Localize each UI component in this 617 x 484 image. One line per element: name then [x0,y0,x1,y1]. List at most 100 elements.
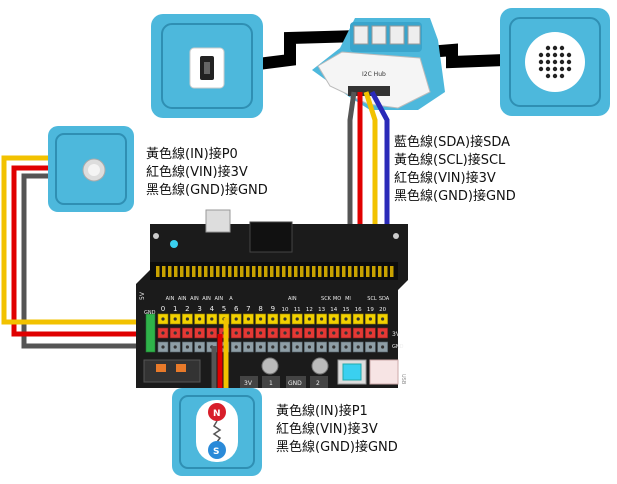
light-sensor-module [151,14,263,118]
p1-note-line: 黃色線(IN)接P1 [276,404,368,419]
grille-hole [538,66,544,72]
pin-label: 3 [197,305,201,313]
spi-label: MI [345,296,351,302]
p0-note-line: 黑色線(GND)接GND [146,183,268,198]
edge-finger [264,266,268,277]
pin-label: 16 [355,307,362,313]
i2c-note-line: 黃色線(SCL)接SCL [394,153,506,168]
pin-label: 11 [294,307,301,313]
pin-label: 8 [258,305,262,313]
edge-finger [366,266,370,277]
p0-note-line: 紅色線(VIN)接3V [146,165,248,180]
edge-finger [360,266,364,277]
edge-finger [306,266,310,277]
edge-finger [192,266,196,277]
edge-finger [168,266,172,277]
magnetic-sensor-module: N S [172,388,262,476]
edge-finger [174,266,178,277]
button-a-cap [342,363,362,381]
pin-header [145,313,388,353]
ain-label: A [229,296,233,302]
grille-hole [566,59,572,65]
ain-label: AIN [166,296,175,302]
grille-hole [552,45,558,51]
ain-label-right: AIN [288,296,297,302]
pin-label: 15 [343,307,350,313]
edge-finger [378,266,382,277]
i2c-label: SDA [379,296,390,302]
ain-label: AIN [190,296,199,302]
ain-label: AIN [178,296,187,302]
grille-hole [559,73,565,79]
edge-finger [330,266,334,277]
label-gnd-right: GND [392,344,404,350]
edge-finger [390,266,394,277]
north-label: N [213,409,221,419]
edge-finger [180,266,184,277]
pin-label: 13 [318,307,325,313]
edge-finger [228,266,232,277]
pin-label: 14 [330,307,337,313]
pin-label: 1 [173,305,177,313]
hub-label: I2C Hub [362,71,386,78]
edge-finger [336,266,340,277]
pin-label: 0 [161,305,165,313]
edge-finger [216,266,220,277]
p0-wiring-notes: 黃色線(IN)接P0 紅色線(VIN)接3V 黑色線(GND)接GND [146,146,268,200]
grille-hole [559,59,565,65]
edge-finger [204,266,208,277]
i2c-note-line: 藍色線(SDA)接SDA [394,135,510,150]
5v-pins [145,313,156,353]
edge-finger [162,266,166,277]
pad-label-1: 1 [269,380,273,387]
grille-hole [545,66,551,72]
pad-label-3v: 3V [244,380,253,387]
p0-wire-red [11,165,152,337]
pad-label-gnd: GND [288,380,302,387]
pin-label: 20 [379,307,386,313]
i2c-hub: I2C Hub [312,18,445,110]
edge-finger [372,266,376,277]
grille-hole [559,45,565,51]
reed-switch-icon [212,420,222,443]
grille-hole [545,52,551,58]
edge-finger [258,266,262,277]
spi-label: SCK [321,296,332,302]
pin-label: 5 [222,305,226,313]
grille-hole [559,52,565,58]
p1-note-line: 紅色線(VIN)接3V [276,422,378,437]
edge-finger [222,266,226,277]
p0-wire-yellow [1,155,178,325]
grille-hole [545,59,551,65]
edge-finger [324,266,328,277]
pin-label: 4 [210,305,215,313]
edge-finger [186,266,190,277]
edge-finger [156,266,160,277]
p1-wiring-notes: 黃色線(IN)接P1 紅色線(VIN)接3V 黑色線(GND)接GND [276,403,398,457]
label-3v-right: 3V [392,331,401,338]
grille-hole [566,52,572,58]
pin-label: 9 [271,305,275,313]
edge-finger [252,266,256,277]
grille-hole [552,73,558,79]
edge-finger [210,266,214,277]
p1-note-line: 黑色線(GND)接GND [276,440,398,455]
microphone-grille [538,45,572,79]
grille-hole [545,45,551,51]
p0-note-line: 黃色線(IN)接P0 [146,147,238,162]
i2c-wiring-notes: 藍色線(SDA)接SDA 黃色線(SCL)接SCL 紅色線(VIN)接3V 黑色… [394,134,516,206]
south-label: S [213,447,219,457]
edge-finger [348,266,352,277]
edge-finger [384,266,388,277]
pin-label: 19 [367,307,374,313]
edge-finger [288,266,292,277]
grille-hole [538,52,544,58]
grille-hole [552,59,558,65]
p0-wire-black [21,173,152,349]
